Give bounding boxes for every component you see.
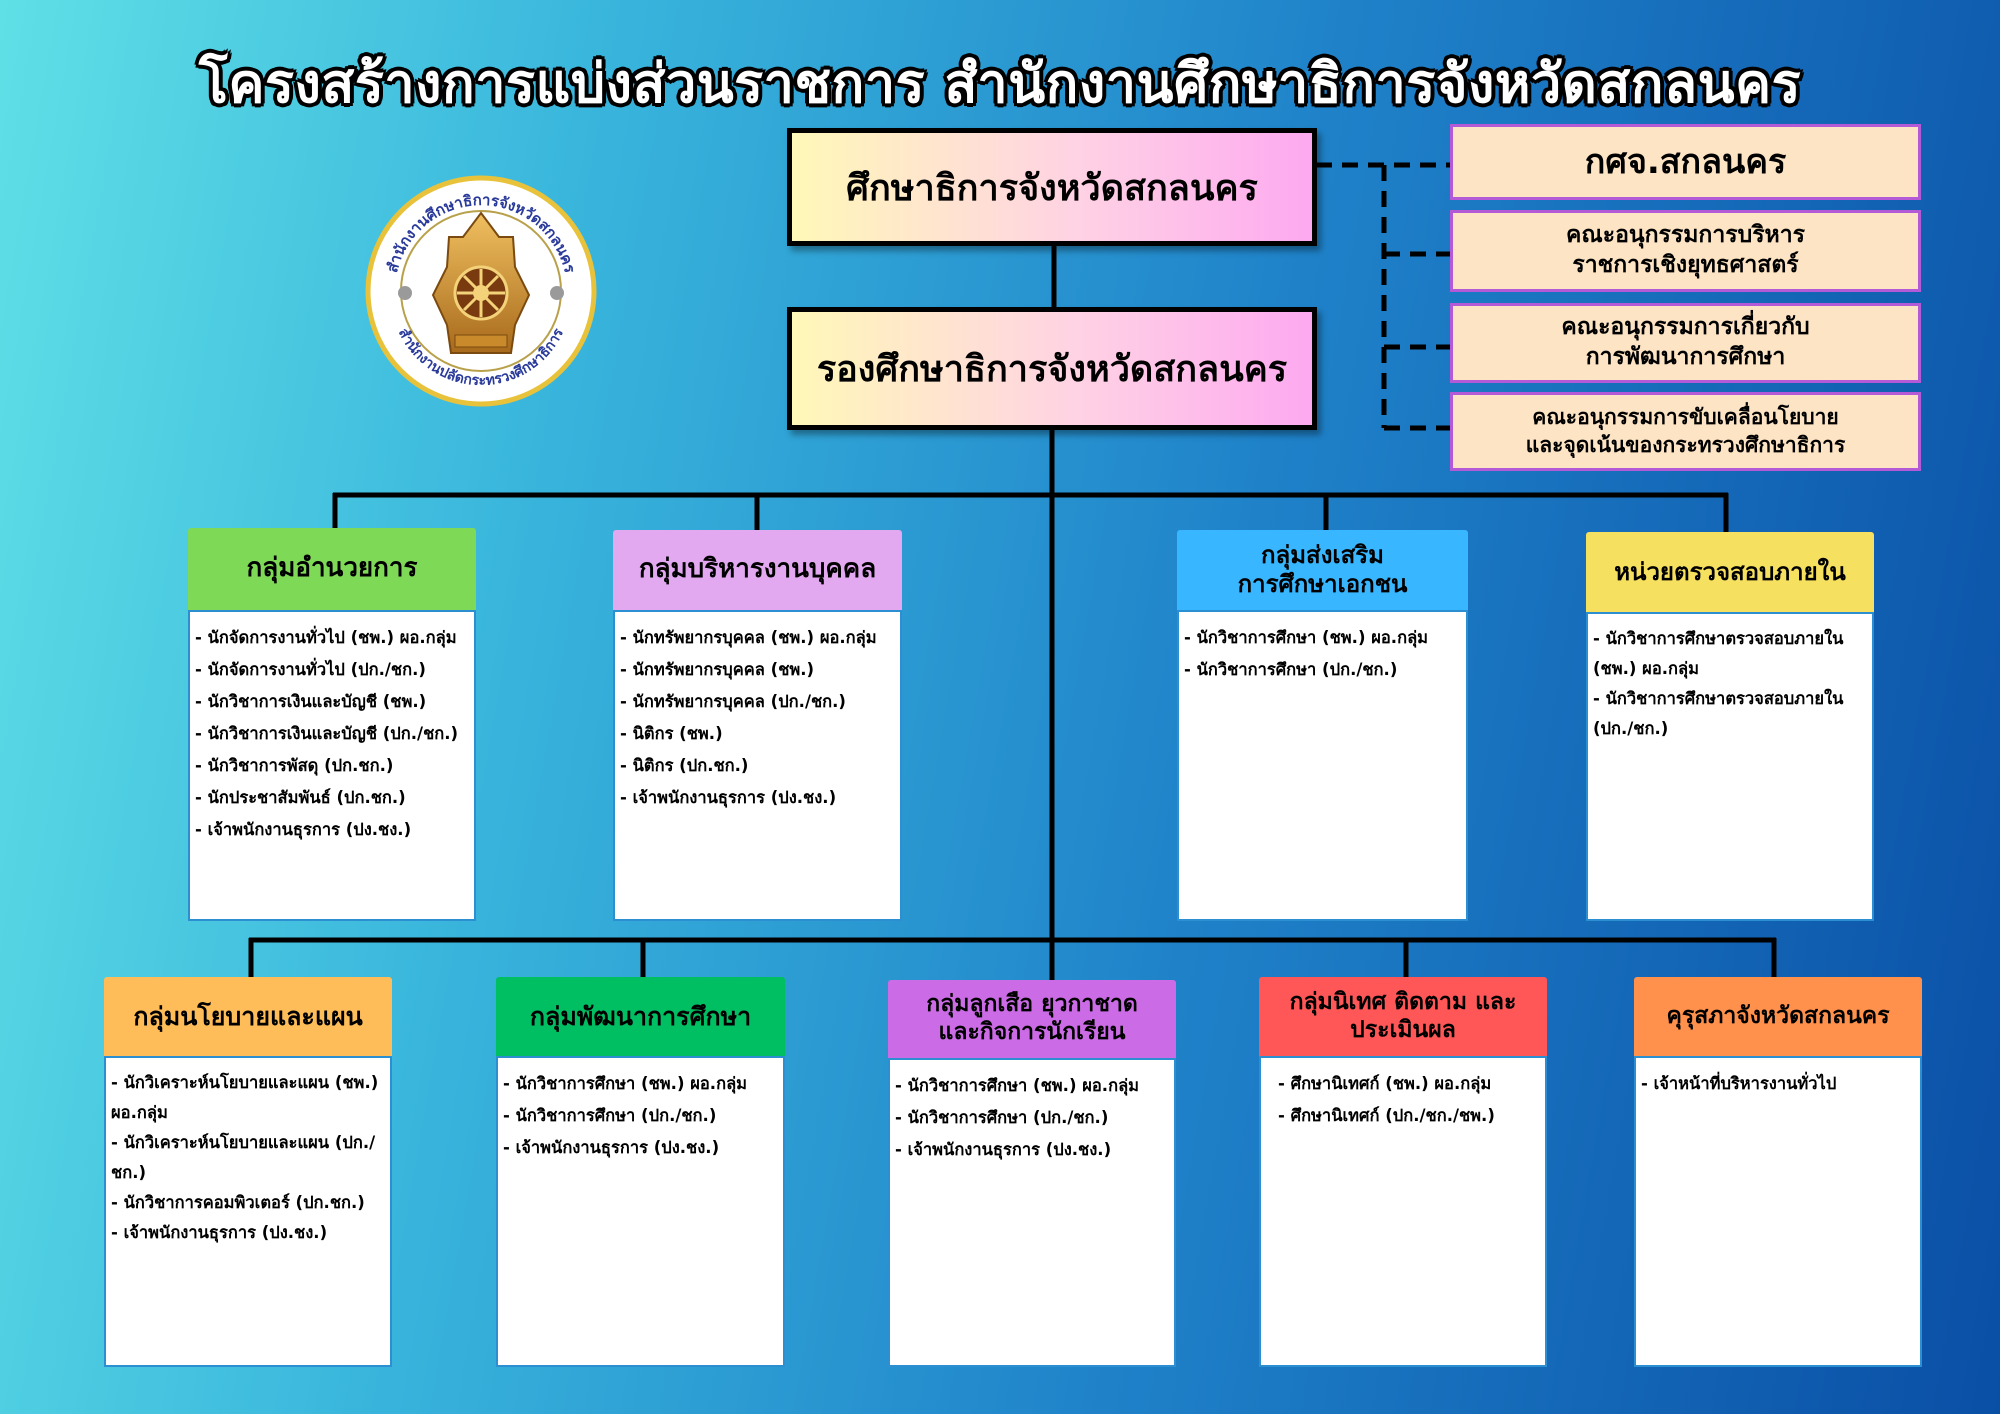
group-supervision-evaluation: กลุ่มนิเทศ ติดตาม และ ประเมินผล - ศึกษาน… bbox=[1259, 977, 1547, 1367]
list-item: - นักวิเคราะห์นโยบายและแผน (ชพ.) ผอ.กลุ่… bbox=[111, 1073, 379, 1122]
list-item: - นักวิชาการเงินและบัญชี (ปก./ชก.) bbox=[195, 724, 459, 743]
group-teachers-council: คุรุสภาจังหวัดสกลนคร - เจ้าหน้าที่บริหาร… bbox=[1634, 977, 1922, 1367]
list-item: - นักวิชาการศึกษา (ชพ.) ผอ.กลุ่ม bbox=[503, 1074, 748, 1093]
list-item: - เจ้าพนักงานธุรการ (ปง.ชง.) bbox=[503, 1138, 720, 1157]
head-label: ศึกษาธิการจังหวัดสกลนคร bbox=[846, 167, 1258, 209]
group-scouts-title-1: กลุ่มลูกเสือ ยุวกาชาด bbox=[926, 991, 1138, 1018]
deputy-label: รองศึกษาธิการจังหวัดสกลนคร bbox=[816, 349, 1288, 390]
group-policy-plan-header: กลุ่มนโยบายและแผน bbox=[104, 977, 392, 1056]
group-personnel-list: - นักทรัพยากรบุคคล (ชพ.) ผอ.กลุ่ม - นักท… bbox=[613, 610, 902, 921]
list-item: - นักจัดการงานทั่วไป (ชพ.) ผอ.กลุ่ม bbox=[195, 628, 457, 647]
group-education-development-list: - นักวิชาการศึกษา (ชพ.) ผอ.กลุ่ม - นักวิ… bbox=[496, 1056, 785, 1367]
group-teachers-council-list: - เจ้าหน้าที่บริหารงานทั่วไป bbox=[1634, 1056, 1922, 1367]
group-teachers-council-title: คุรุสภาจังหวัดสกลนคร bbox=[1666, 1002, 1890, 1029]
list-item: - นักวิชาการศึกษาตรวจสอบภายใน (ชพ.) ผอ.ก… bbox=[1593, 629, 1844, 678]
list-item: - เจ้าพนักงานธุรการ (ปง.ชง.) bbox=[895, 1140, 1112, 1159]
group-education-development-header: กลุ่มพัฒนาการศึกษา bbox=[496, 977, 785, 1056]
group-admin: กลุ่มอำนวยการ - นักจัดการงานทั่วไป (ชพ.)… bbox=[188, 528, 476, 921]
committee-4-line-1: คณะอนุกรรมการขับเคลื่อนโยบาย bbox=[1532, 405, 1839, 430]
deputy-box: รองศึกษาธิการจังหวัดสกลนคร bbox=[787, 307, 1317, 430]
group-private-education: กลุ่มส่งเสริม การศึกษาเอกชน - นักวิชาการ… bbox=[1177, 530, 1468, 921]
list-item: - เจ้าพนักงานธุรการ (ปง.ชง.) bbox=[111, 1223, 328, 1242]
list-item: - นักวิชาการศึกษา (ปก./ชก.) bbox=[503, 1106, 717, 1125]
list-item: - นิติกร (ปก.ชก.) bbox=[620, 756, 749, 775]
group-education-development: กลุ่มพัฒนาการศึกษา - นักวิชาการศึกษา (ชพ… bbox=[496, 977, 785, 1367]
committee-box-3: คณะอนุกรรมการเกี่ยวกับ การพัฒนาการศึกษา bbox=[1450, 303, 1921, 383]
emblem-icon bbox=[431, 211, 531, 354]
group-scouts-title-2: และกิจการนักเรียน bbox=[938, 1019, 1126, 1045]
committee-4-line-2: และจุดเน้นของกระทรวงศึกษาธิการ bbox=[1525, 432, 1846, 457]
list-item: - นักวิชาการศึกษา (ปก./ชก.) bbox=[1184, 660, 1398, 679]
committee-1-line-1: กศจ.สกลนคร bbox=[1584, 141, 1787, 182]
list-item: - นักวิเคราะห์นโยบายและแผน (ปก./ชก.) bbox=[111, 1133, 376, 1182]
list-item: - นักวิชาการศึกษา (ปก./ชก.) bbox=[895, 1108, 1109, 1127]
group-supervision-evaluation-list: - ศึกษานิเทศก์ (ชพ.) ผอ.กลุ่ม - ศึกษานิเ… bbox=[1259, 1056, 1547, 1367]
committee-3-line-2: การพัฒนาการศึกษา bbox=[1585, 344, 1786, 370]
list-item: - นักวิชาการคอมพิวเตอร์ (ปก.ชก.) bbox=[111, 1193, 365, 1212]
office-seal-logo: สำนักงานศึกษาธิการจังหวัดสกลนคร สำนักงาน… bbox=[365, 175, 597, 407]
group-scouts-student-affairs-list: - นักวิชาการศึกษา (ชพ.) ผอ.กลุ่ม - นักวิ… bbox=[888, 1058, 1176, 1367]
group-internal-audit-list: - นักวิชาการศึกษาตรวจสอบภายใน (ชพ.) ผอ.ก… bbox=[1586, 612, 1874, 921]
group-private-education-title-1: กลุ่มส่งเสริม bbox=[1261, 541, 1384, 570]
list-item: - เจ้าพนักงานธุรการ (ปง.ชง.) bbox=[620, 788, 837, 807]
list-item: - นิติกร (ชพ.) bbox=[620, 724, 723, 743]
list-item: - นักทรัพยากรบุคคล (ปก./ชก.) bbox=[620, 692, 846, 711]
committee-3-line-1: คณะอนุกรรมการเกี่ยวกับ bbox=[1561, 314, 1810, 341]
list-item: - เจ้าพนักงานธุรการ (ปง.ชง.) bbox=[195, 820, 412, 839]
group-internal-audit-title: หน่วยตรวจสอบภายใน bbox=[1614, 557, 1846, 586]
committee-box-2: คณะอนุกรรมการบริหาร ราชการเชิงยุทธศาสตร์ bbox=[1450, 210, 1921, 292]
group-scouts-student-affairs: กลุ่มลูกเสือ ยุวกาชาด และกิจการนักเรียน … bbox=[888, 980, 1176, 1367]
list-item: - ศึกษานิเทศก์ (ปก./ชก./ชพ.) bbox=[1278, 1106, 1495, 1125]
group-personnel: กลุ่มบริหารงานบุคคล - นักทรัพยากรบุคคล (… bbox=[613, 530, 902, 921]
list-item: - นักวิชาการศึกษา (ชพ.) ผอ.กลุ่ม bbox=[895, 1076, 1140, 1095]
group-internal-audit: หน่วยตรวจสอบภายใน - นักวิชาการศึกษาตรวจส… bbox=[1586, 532, 1874, 921]
committee-box-4: คณะอนุกรรมการขับเคลื่อนโยบาย และจุดเน้นข… bbox=[1450, 392, 1921, 471]
list-item: - นักจัดการงานทั่วไป (ปก./ชก.) bbox=[195, 660, 426, 679]
group-scouts-student-affairs-header: กลุ่มลูกเสือ ยุวกาชาด และกิจการนักเรียน bbox=[888, 980, 1176, 1058]
group-supervision-evaluation-header: กลุ่มนิเทศ ติดตาม และ ประเมินผล bbox=[1259, 977, 1547, 1056]
list-item: - นักวิชาการศึกษาตรวจสอบภายใน (ปก./ชก.) bbox=[1593, 689, 1844, 738]
group-teachers-council-header: คุรุสภาจังหวัดสกลนคร bbox=[1634, 977, 1922, 1056]
list-item: - นักวิชาการเงินและบัญชี (ชพ.) bbox=[195, 692, 427, 711]
group-personnel-header: กลุ่มบริหารงานบุคคล bbox=[613, 530, 902, 610]
group-supervision-title-1: กลุ่มนิเทศ ติดตาม และ bbox=[1289, 988, 1517, 1015]
committee-dashed-links bbox=[1316, 162, 1450, 431]
group-admin-header: กลุ่มอำนวยการ bbox=[188, 528, 476, 610]
group-private-education-header: กลุ่มส่งเสริม การศึกษาเอกชน bbox=[1177, 530, 1468, 610]
list-item: - นักประชาสัมพันธ์ (ปก.ชก.) bbox=[195, 788, 406, 807]
group-admin-title: กลุ่มอำนวยการ bbox=[246, 553, 418, 584]
group-supervision-title-2: ประเมินผล bbox=[1350, 1016, 1456, 1043]
group-internal-audit-header: หน่วยตรวจสอบภายใน bbox=[1586, 532, 1874, 612]
committee-2-line-2: ราชการเชิงยุทธศาสตร์ bbox=[1572, 252, 1799, 278]
committee-box-1: กศจ.สกลนคร bbox=[1450, 124, 1921, 200]
group-education-development-title: กลุ่มพัฒนาการศึกษา bbox=[529, 1001, 752, 1031]
group-personnel-title: กลุ่มบริหารงานบุคคล bbox=[638, 554, 877, 585]
group-policy-plan: กลุ่มนโยบายและแผน - นักวิเคราะห์นโยบายแล… bbox=[104, 977, 392, 1367]
page-title: โครงสร้างการแบ่งส่วนราชการ สำนักงานศึกษา… bbox=[198, 52, 1802, 115]
group-admin-list: - นักจัดการงานทั่วไป (ชพ.) ผอ.กลุ่ม - นั… bbox=[188, 610, 476, 921]
list-item: - นักวิชาการศึกษา (ชพ.) ผอ.กลุ่ม bbox=[1184, 628, 1429, 647]
group-policy-plan-list: - นักวิเคราะห์นโยบายและแผน (ชพ.) ผอ.กลุ่… bbox=[104, 1056, 392, 1367]
committee-2-line-1: คณะอนุกรรมการบริหาร bbox=[1566, 222, 1805, 249]
list-item: - เจ้าหน้าที่บริหารงานทั่วไป bbox=[1641, 1074, 1837, 1093]
group-private-education-title-2: การศึกษาเอกชน bbox=[1237, 570, 1408, 598]
list-item: - นักทรัพยากรบุคคล (ชพ.) bbox=[620, 660, 815, 679]
group-private-education-list: - นักวิชาการศึกษา (ชพ.) ผอ.กลุ่ม - นักวิ… bbox=[1177, 610, 1468, 921]
head-box: ศึกษาธิการจังหวัดสกลนคร bbox=[787, 128, 1317, 246]
group-policy-plan-title: กลุ่มนโยบายและแผน bbox=[133, 1001, 363, 1031]
list-item: - นักวิชาการพัสดุ (ปก.ชก.) bbox=[195, 756, 394, 775]
list-item: - ศึกษานิเทศก์ (ชพ.) ผอ.กลุ่ม bbox=[1278, 1074, 1492, 1093]
list-item: - นักทรัพยากรบุคคล (ชพ.) ผอ.กลุ่ม bbox=[620, 628, 877, 647]
